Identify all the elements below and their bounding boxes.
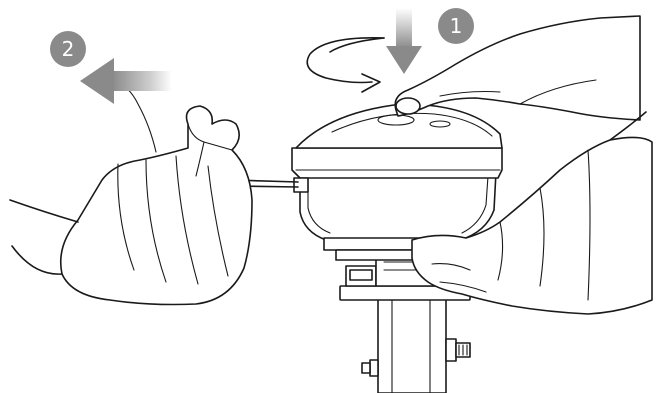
step-badge-2: 2: [50, 31, 86, 67]
down-arrow-icon: [386, 8, 422, 74]
left-arrow-icon: [80, 58, 172, 104]
left-hand: [10, 86, 252, 305]
pole-screw-left: [362, 360, 378, 376]
step-number-1: 1: [450, 14, 463, 38]
pole-screw-right: [446, 339, 470, 361]
step-number-2: 2: [62, 37, 75, 61]
right-hand-top: [395, 16, 640, 120]
step-badge-1: 1: [438, 8, 474, 44]
mounting-pole: [362, 298, 470, 393]
rotate-arrow-icon: [307, 38, 384, 92]
